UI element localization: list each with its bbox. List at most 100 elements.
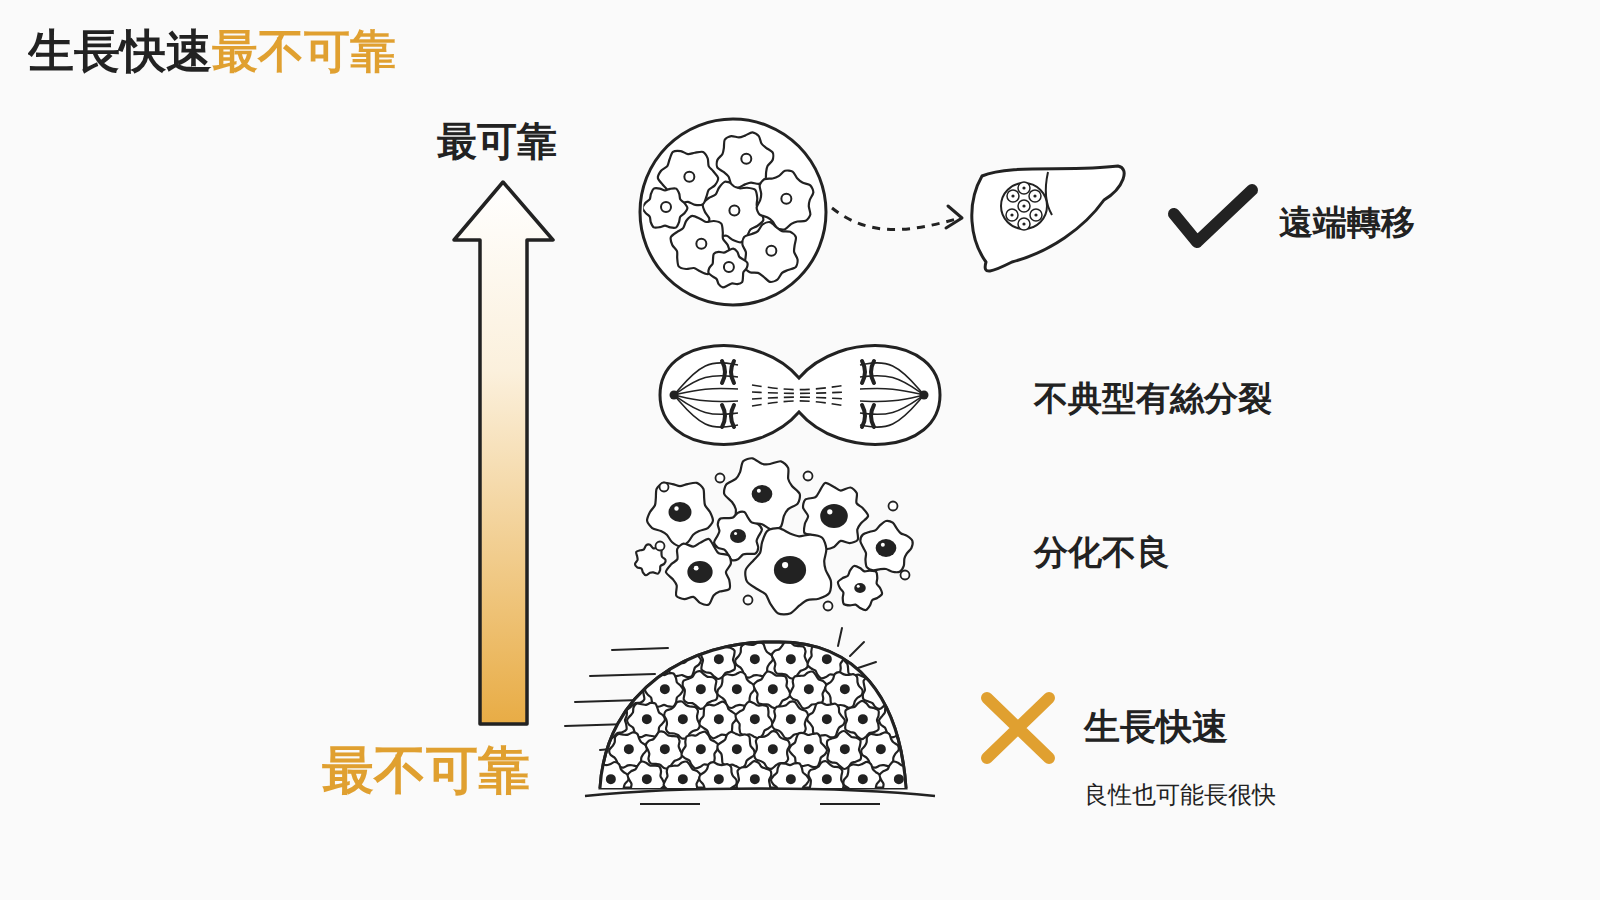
cell xyxy=(666,539,731,605)
nucleus xyxy=(733,745,741,753)
nucleus xyxy=(697,685,705,693)
debris xyxy=(716,474,725,483)
nucleus xyxy=(752,485,773,503)
nucleus xyxy=(805,745,813,753)
cell xyxy=(664,762,701,799)
cell xyxy=(754,672,791,709)
chromosome xyxy=(862,405,874,427)
nucleolus xyxy=(857,585,860,588)
cell xyxy=(647,483,713,546)
burst-lines xyxy=(838,628,876,668)
nucleus xyxy=(859,715,867,723)
nucleus xyxy=(679,775,687,783)
nucleus xyxy=(679,715,687,723)
nucleus xyxy=(684,172,694,182)
liver-metastasis xyxy=(1001,183,1047,229)
nucleus xyxy=(1010,213,1013,216)
nucleus xyxy=(820,504,848,528)
nucleus xyxy=(687,561,712,583)
nucleus xyxy=(769,685,777,693)
fiber xyxy=(674,376,738,395)
fiber xyxy=(752,392,846,393)
nucleus xyxy=(697,745,705,753)
nucleus xyxy=(1022,222,1025,225)
cell xyxy=(827,731,861,769)
fiber xyxy=(860,395,924,427)
label: 良性也可能長很快 xyxy=(1084,781,1276,810)
label: 分化不良 xyxy=(1034,532,1170,573)
cell xyxy=(683,671,718,709)
debris xyxy=(804,472,813,481)
nucleus xyxy=(877,745,885,753)
cell xyxy=(844,762,881,798)
nucleus xyxy=(661,685,669,693)
nucleus xyxy=(859,655,867,663)
cell xyxy=(863,671,897,709)
cell xyxy=(772,642,808,679)
fiber xyxy=(752,401,846,406)
chromosome xyxy=(722,361,734,383)
cell xyxy=(1007,190,1019,202)
burst-line xyxy=(838,628,842,646)
nucleus xyxy=(733,685,741,693)
burst-line xyxy=(850,642,864,656)
cell xyxy=(718,732,755,768)
cell xyxy=(1018,218,1030,230)
cell xyxy=(757,170,814,229)
cell xyxy=(742,222,797,282)
speed-line xyxy=(612,648,668,650)
nucleus xyxy=(715,655,723,663)
cell xyxy=(1030,209,1042,221)
nucleus xyxy=(625,685,633,693)
nucleus xyxy=(787,775,795,783)
nucleus xyxy=(876,539,897,557)
fiber xyxy=(674,395,738,401)
nucleus xyxy=(823,775,831,783)
liver-outline xyxy=(972,166,1124,271)
nucleus xyxy=(895,715,903,723)
nucleus xyxy=(1034,213,1037,216)
nucleus xyxy=(715,715,723,723)
nucleus xyxy=(751,655,759,663)
nucleus xyxy=(823,655,831,663)
nucleus xyxy=(766,246,776,256)
scale-arrow xyxy=(454,182,553,724)
mound-cells xyxy=(591,641,916,799)
nucleus xyxy=(643,775,651,783)
label: 生長快速 xyxy=(1084,705,1228,748)
nucleus xyxy=(661,202,671,212)
fiber xyxy=(752,385,846,390)
dividing-cell xyxy=(660,346,940,445)
nucleus xyxy=(769,745,777,753)
fiber xyxy=(860,395,924,401)
nucleus xyxy=(787,715,795,723)
fiber xyxy=(860,376,924,395)
label: 遠端轉移 xyxy=(1279,202,1415,243)
cell xyxy=(825,672,862,708)
nucleus xyxy=(607,715,615,723)
nucleus xyxy=(774,556,806,584)
fiber xyxy=(674,395,738,414)
fiber xyxy=(674,395,738,427)
cell xyxy=(646,732,682,769)
nucleus xyxy=(1022,204,1025,207)
spindle-fibers xyxy=(674,363,924,428)
label: 最不可靠 xyxy=(322,739,530,801)
nucleus xyxy=(643,715,651,723)
nucleus xyxy=(751,775,759,783)
label: 不典型有絲分裂 xyxy=(1034,378,1272,419)
tumor-cells xyxy=(643,132,814,287)
cell xyxy=(592,642,629,679)
debris xyxy=(824,602,833,611)
nucleus xyxy=(895,775,903,783)
poorly-differentiated-cells xyxy=(635,458,913,614)
speed-line xyxy=(575,700,640,702)
nucleus xyxy=(607,775,615,783)
centrosome xyxy=(920,391,929,400)
nucleolus xyxy=(674,506,678,510)
nucleus xyxy=(1033,194,1036,197)
cell xyxy=(736,702,773,739)
nucleus xyxy=(841,685,849,693)
nucleus xyxy=(625,745,633,753)
